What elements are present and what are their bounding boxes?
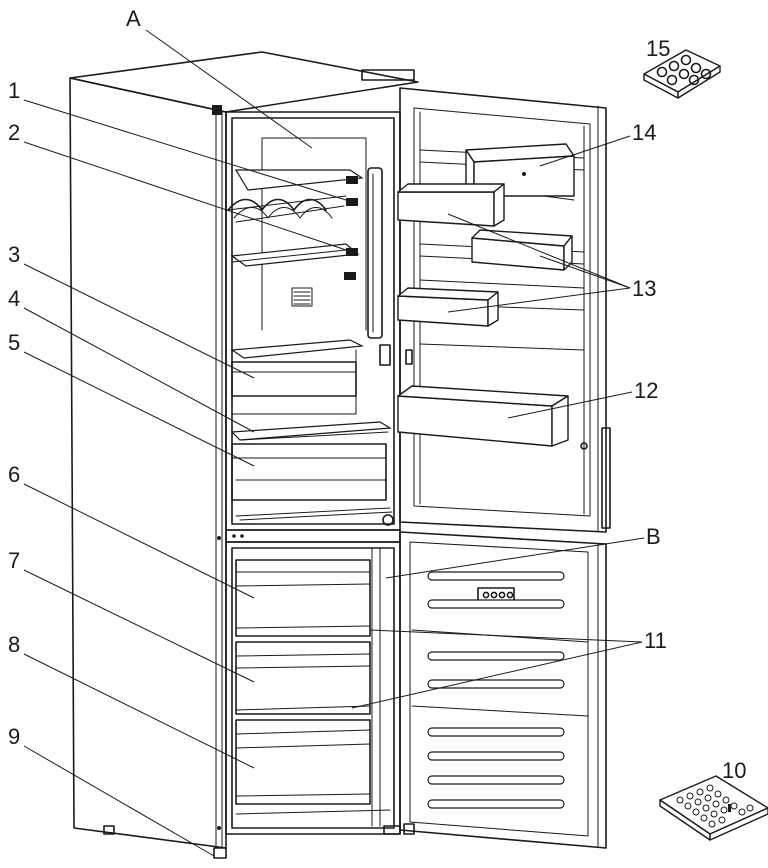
wine-rack bbox=[227, 195, 347, 223]
label-6: 6 bbox=[8, 462, 20, 487]
label-2: 2 bbox=[8, 120, 20, 145]
label-8: 8 bbox=[8, 632, 20, 657]
label-5: 5 bbox=[8, 330, 20, 355]
label-10: 10 bbox=[722, 758, 746, 783]
fridge-compartment bbox=[225, 111, 401, 531]
label-B: B bbox=[646, 524, 661, 549]
freezer-drawer-middle bbox=[235, 641, 371, 715]
door-shelf-middle bbox=[471, 229, 573, 271]
label-11: 11 bbox=[644, 628, 667, 653]
egg-tray-small bbox=[643, 49, 721, 99]
freezer-door-handle-slots bbox=[427, 571, 565, 809]
door-shelf-upper bbox=[397, 183, 505, 227]
glass-shelf-upper bbox=[234, 169, 364, 191]
label-A: A bbox=[126, 6, 141, 31]
label-12: 12 bbox=[634, 378, 658, 403]
vent-grille bbox=[291, 287, 313, 307]
label-1: 1 bbox=[8, 78, 20, 103]
door-shelf-lower bbox=[397, 287, 499, 327]
leader-lines bbox=[23, 29, 645, 857]
freezer-drawer-top bbox=[235, 559, 371, 637]
ice-cube-tray bbox=[659, 775, 768, 841]
callout-labels: A 1 2 3 4 5 6 7 8 9 10 11 12 13 14 15 B bbox=[8, 6, 746, 783]
label-3: 3 bbox=[8, 242, 20, 267]
label-13: 13 bbox=[632, 276, 656, 301]
label-14: 14 bbox=[632, 120, 656, 145]
label-7: 7 bbox=[8, 548, 20, 573]
label-4: 4 bbox=[8, 286, 20, 311]
compartment-divider bbox=[225, 529, 401, 543]
label-9: 9 bbox=[8, 724, 20, 749]
crisper-cover bbox=[230, 421, 392, 441]
bottle-shelf bbox=[397, 385, 588, 450]
chiller-drawer bbox=[231, 361, 357, 397]
glass-shelf-lower bbox=[230, 339, 365, 359]
crisper-drawer bbox=[231, 443, 387, 501]
freezer-compartment bbox=[225, 541, 401, 835]
label-15: 15 bbox=[646, 36, 670, 61]
freezer-drawer-bottom bbox=[235, 719, 371, 805]
